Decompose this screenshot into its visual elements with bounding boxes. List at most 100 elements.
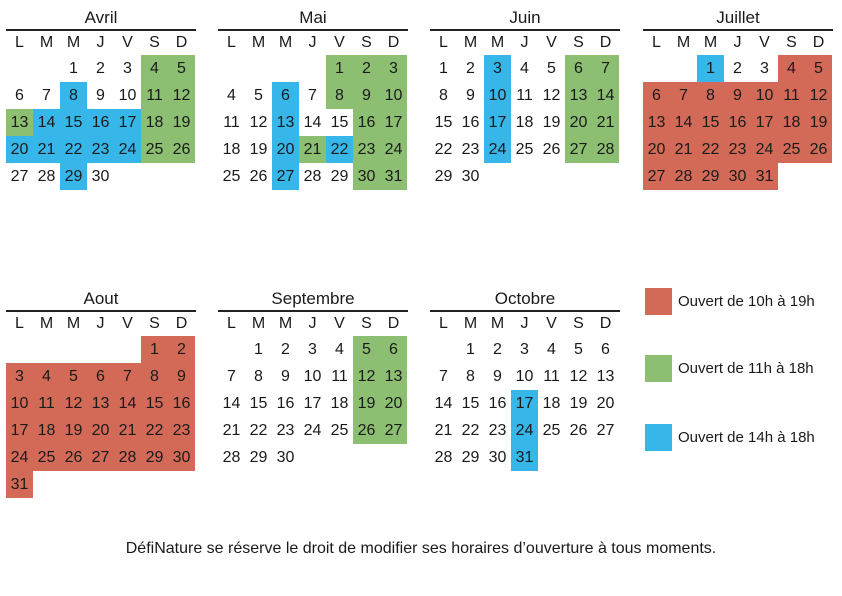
- day-cell: 30: [353, 163, 380, 190]
- day-cell: 7: [670, 82, 697, 109]
- weekday-label: J: [520, 315, 529, 332]
- day-cell: 27: [565, 136, 592, 163]
- day-cell: 20: [87, 417, 114, 444]
- day-cell: 31: [751, 163, 778, 190]
- day-cell: 6: [380, 336, 407, 363]
- weekday-label: D: [387, 315, 400, 332]
- day-cell: 29: [330, 168, 349, 185]
- legend-label: Ouvert de 14h à 18h: [678, 429, 815, 446]
- month-title: Juin: [509, 8, 541, 27]
- day-cell: 13: [272, 109, 299, 136]
- day-cell: 14: [114, 390, 141, 417]
- day-cell: 28: [592, 136, 619, 163]
- month-divider: [6, 310, 196, 312]
- legend-item-red: Ouvert de 10h à 19h: [645, 288, 815, 315]
- day-cell: 21: [114, 417, 141, 444]
- day-cell: 27: [87, 444, 114, 471]
- day-cell: 19: [168, 109, 195, 136]
- day-cell: 23: [461, 141, 480, 158]
- day-cell: 31: [511, 444, 538, 471]
- day-cell: 26: [249, 168, 268, 185]
- weekday-label: J: [520, 34, 529, 51]
- day-cell: 25: [141, 136, 168, 163]
- day-cell: 26: [353, 417, 380, 444]
- day-cell: 13: [596, 368, 615, 385]
- day-cell: 2: [493, 341, 502, 358]
- day-cell: 1: [439, 60, 448, 77]
- weekday-label: M: [278, 34, 293, 51]
- weekday-label: M: [251, 34, 266, 51]
- day-cell: 4: [335, 341, 344, 358]
- day-cell: 1: [466, 341, 475, 358]
- day-cell: 15: [141, 390, 168, 417]
- day-cell: 8: [141, 363, 168, 390]
- day-cell: 2: [168, 336, 195, 363]
- day-cell: 8: [326, 82, 353, 109]
- day-cell: 15: [697, 109, 724, 136]
- day-cell: 13: [380, 363, 407, 390]
- day-cell: 16: [353, 109, 380, 136]
- day-cell: 26: [805, 136, 832, 163]
- day-cell: 21: [222, 422, 241, 439]
- day-cell: 19: [569, 395, 588, 412]
- day-cell: 22: [141, 417, 168, 444]
- day-cell: 12: [249, 114, 268, 131]
- day-cell: 2: [96, 60, 105, 77]
- day-cell: 5: [353, 336, 380, 363]
- day-cell: 4: [520, 60, 529, 77]
- footer-note: DéfiNature se réserve le droit de modifi…: [125, 540, 717, 557]
- day-cell: 21: [434, 422, 453, 439]
- day-cell: 25: [33, 444, 60, 471]
- day-cell: 30: [276, 449, 295, 466]
- legend-item-blue: Ouvert de 14h à 18h: [645, 424, 815, 451]
- day-cell: 23: [353, 136, 380, 163]
- day-cell: 17: [511, 390, 538, 417]
- month-divider: [643, 29, 833, 31]
- weekday-label: L: [439, 315, 448, 332]
- day-cell: 5: [574, 341, 583, 358]
- month-title: Mai: [299, 8, 327, 27]
- day-cell: 29: [434, 168, 453, 185]
- weekday-label: V: [334, 34, 345, 51]
- day-cell: 25: [542, 422, 561, 439]
- day-cell: 20: [6, 136, 33, 163]
- day-cell: 23: [488, 422, 507, 439]
- day-cell: 23: [87, 136, 114, 163]
- day-cell: 3: [520, 341, 529, 358]
- legend-swatch-red: [645, 288, 672, 315]
- day-cell: 5: [805, 55, 832, 82]
- day-cell: 16: [461, 114, 480, 131]
- weekday-label: L: [439, 34, 448, 51]
- day-cell: 28: [303, 168, 322, 185]
- day-cell: 17: [6, 417, 33, 444]
- day-cell: 13: [643, 109, 670, 136]
- weekday-label: S: [573, 315, 584, 332]
- day-cell: 3: [308, 341, 317, 358]
- day-cell: 28: [222, 449, 241, 466]
- day-cell: 16: [488, 395, 507, 412]
- day-cell: 21: [299, 136, 326, 163]
- day-cell: 17: [380, 109, 407, 136]
- day-cell: 27: [380, 417, 407, 444]
- day-cell: 6: [565, 55, 592, 82]
- weekday-label: S: [361, 34, 372, 51]
- day-cell: 4: [778, 55, 805, 82]
- day-cell: 18: [515, 114, 534, 131]
- day-cell: 16: [87, 109, 114, 136]
- weekday-label: J: [96, 34, 105, 51]
- weekday-label: V: [122, 34, 133, 51]
- weekday-label: J: [733, 34, 742, 51]
- weekday-label: V: [334, 315, 345, 332]
- day-cell: 13: [6, 109, 33, 136]
- day-cell: 14: [434, 395, 453, 412]
- day-cell: 20: [643, 136, 670, 163]
- month-title: Septembre: [271, 289, 355, 308]
- month-title: Juillet: [716, 8, 760, 27]
- day-cell: 12: [353, 363, 380, 390]
